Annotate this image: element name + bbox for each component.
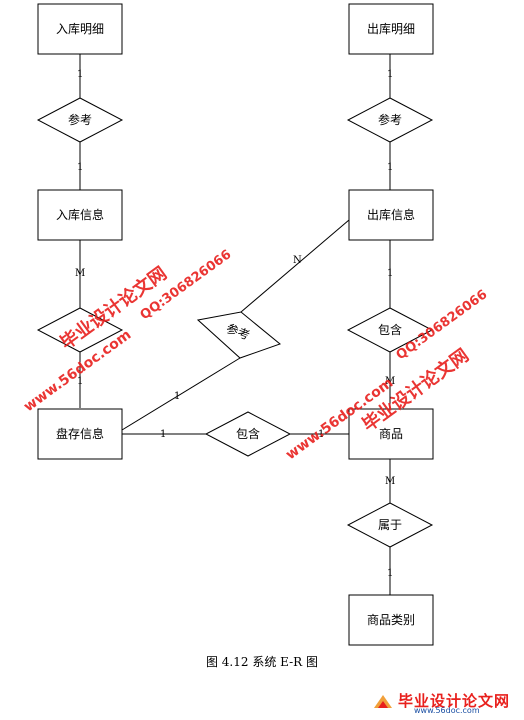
cardinality-label: N — [293, 255, 302, 266]
cardinality-label: 1 — [387, 268, 393, 279]
entity-goods — [348, 408, 434, 460]
cardinality-label: 1 — [318, 429, 324, 440]
entity-outbound-detail — [348, 3, 434, 55]
relationship-ref-outbound — [346, 97, 434, 143]
cardinality-label: 1 — [387, 568, 393, 579]
cardinality-label: M — [385, 476, 395, 487]
cardinality-label: 1 — [387, 69, 393, 80]
relationship-ref-inbound-label: 参考 — [68, 112, 92, 127]
relationship-ref-inventory — [36, 307, 124, 353]
entity-inventory-info — [37, 408, 123, 460]
entity-outbound-info — [348, 189, 434, 241]
relationship-contain-inventory — [204, 411, 292, 457]
relationship-belongs — [346, 502, 434, 548]
entity-inbound-detail — [37, 3, 123, 55]
entity-inbound-detail-label: 入库明细 — [56, 21, 104, 36]
relationship-ref-center — [196, 311, 282, 359]
footer-site: www.56doc.com — [414, 706, 480, 715]
entity-goods-label: 商品 — [379, 426, 403, 441]
entity-goods-category — [348, 594, 434, 646]
cardinality-label: 1 — [160, 429, 166, 440]
entity-inbound-info — [37, 189, 123, 241]
relationship-ref-outbound-label: 参考 — [378, 112, 402, 127]
connector-lines — [79, 54, 391, 595]
relationship-belongs-label: 属于 — [378, 518, 402, 532]
cardinality-label: 1 — [77, 69, 83, 80]
cardinality-label: 1 — [77, 162, 83, 173]
entity-outbound-detail-label: 出库明细 — [367, 21, 415, 36]
entity-inventory-info-label: 盘存信息 — [56, 426, 104, 441]
relationship-contain-outbound — [346, 307, 434, 353]
relationship-contain-outbound-label: 包含 — [378, 322, 402, 337]
logo-mark-icon — [374, 695, 392, 708]
cardinality-label: 1 — [387, 162, 393, 173]
cardinality-label: 1 — [174, 391, 180, 402]
footer-logo: 毕业设计论文网 www.56doc.com — [368, 690, 518, 716]
footer-brand: 毕业设计论文网 — [398, 692, 511, 710]
relationship-contain-inventory-label: 包含 — [236, 426, 260, 441]
cardinality-label: M — [385, 376, 395, 387]
entity-inbound-info-label: 入库信息 — [56, 207, 104, 222]
entity-goods-category-label: 商品类别 — [367, 612, 415, 627]
entity-outbound-info-label: 出库信息 — [367, 207, 415, 222]
cardinality-label: 1 — [77, 376, 83, 387]
cardinality-label: M — [75, 268, 85, 279]
figure-caption: 图 4.12 系统 E-R 图 — [205, 655, 319, 669]
relationship-ref-inbound — [36, 97, 124, 143]
